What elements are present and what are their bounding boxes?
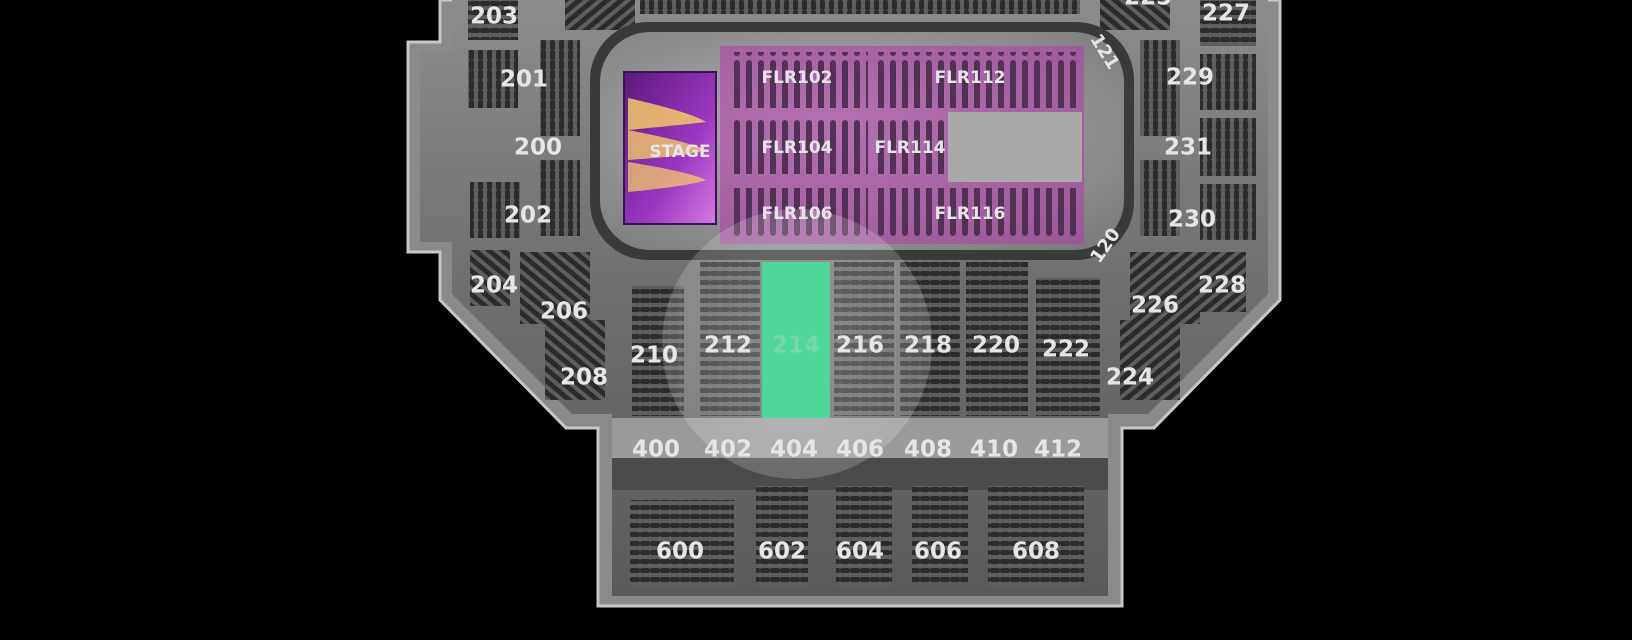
section-label-204[interactable]: 204: [470, 273, 518, 299]
section-label-202[interactable]: 202: [504, 203, 552, 229]
top-seat-blocks: [640, 0, 1080, 14]
section-label-406[interactable]: 406: [836, 437, 884, 463]
section-label-606[interactable]: 606: [914, 539, 962, 565]
section-label-218[interactable]: 218: [904, 333, 952, 359]
section-label-216[interactable]: 216: [836, 333, 884, 359]
section-label-214[interactable]: 214: [772, 333, 820, 359]
section-label-224[interactable]: 224: [1106, 365, 1154, 391]
section-label-flr112[interactable]: FLR112: [934, 68, 1005, 88]
section-label-flr102[interactable]: FLR102: [761, 68, 832, 88]
section-label-402[interactable]: 402: [704, 437, 752, 463]
stage-label: STAGE: [649, 142, 710, 162]
section-label-210[interactable]: 210: [630, 343, 678, 369]
stage: STAGE: [623, 71, 717, 225]
section-label-602[interactable]: 602: [758, 539, 806, 565]
section-label-231[interactable]: 231: [1164, 135, 1212, 161]
section-label-412[interactable]: 412: [1034, 437, 1082, 463]
section-label-203[interactable]: 203: [470, 4, 518, 30]
section-label-608[interactable]: 608: [1012, 539, 1060, 565]
upper-600-blocks: [630, 486, 1084, 586]
section-label-230[interactable]: 230: [1168, 207, 1216, 233]
section-label-225[interactable]: 225: [1124, 0, 1172, 11]
section-label-flr116[interactable]: FLR116: [934, 204, 1005, 224]
section-label-604[interactable]: 604: [836, 539, 884, 565]
section-label-200[interactable]: 200: [514, 135, 562, 161]
section-label-222[interactable]: 222: [1042, 337, 1090, 363]
section-label-208[interactable]: 208: [560, 365, 608, 391]
right-seat-blocks: [1100, 0, 1256, 400]
section-label-flr114[interactable]: FLR114: [874, 138, 945, 158]
section-label-229[interactable]: 229: [1166, 65, 1214, 91]
left-seat-blocks: [468, 0, 635, 400]
section-label-400[interactable]: 400: [632, 437, 680, 463]
section-label-201[interactable]: 201: [500, 67, 548, 93]
section-label-410[interactable]: 410: [970, 437, 1018, 463]
section-label-408[interactable]: 408: [904, 437, 952, 463]
section-label-220[interactable]: 220: [972, 333, 1020, 359]
section-214-highlight[interactable]: [762, 262, 830, 418]
section-label-227[interactable]: 227: [1202, 1, 1250, 27]
section-label-404[interactable]: 404: [770, 437, 818, 463]
section-label-flr104[interactable]: FLR104: [761, 138, 832, 158]
section-label-206[interactable]: 206: [540, 299, 588, 325]
section-label-212[interactable]: 212: [704, 333, 752, 359]
section-label-226[interactable]: 226: [1131, 293, 1179, 319]
section-label-228[interactable]: 228: [1198, 273, 1246, 299]
section-label-flr106[interactable]: FLR106: [761, 204, 832, 224]
section-label-600[interactable]: 600: [656, 539, 704, 565]
